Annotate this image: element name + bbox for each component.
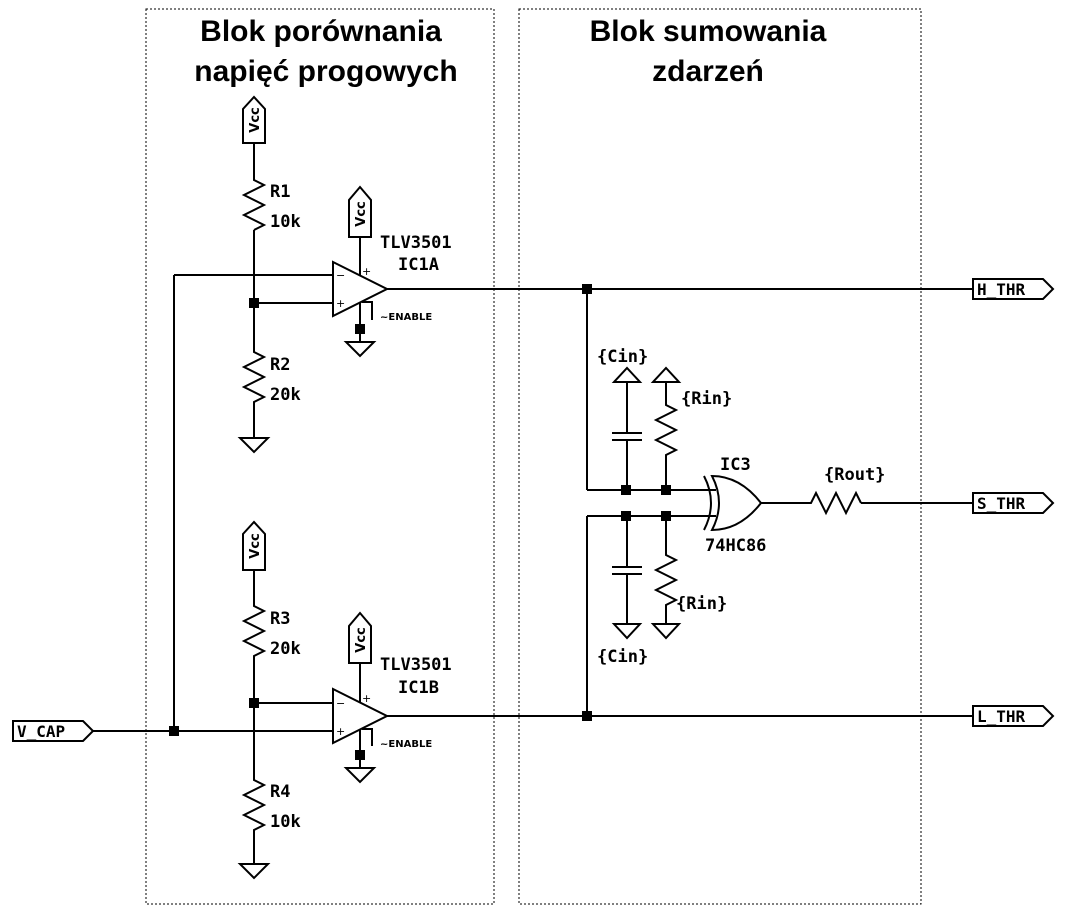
cin-label-lower: {Cin}: [597, 647, 648, 667]
vcc-label-ic1a: Vcc: [354, 201, 369, 226]
ic1a-part: TLV3501: [380, 233, 452, 253]
ic3-part: 74HC86: [705, 536, 766, 556]
vcc-symbol-r3: Vcc: [242, 520, 266, 571]
ic1b-plus-pin: +: [336, 725, 345, 738]
xor-gate-ic3: [703, 474, 763, 532]
summing-block-title-line2: zdarzeń: [652, 55, 764, 88]
port-h-thr-label: H_THR: [977, 280, 1026, 299]
ic3-ref: IC3: [720, 455, 751, 475]
port-h-thr: H_THR: [972, 278, 1055, 300]
port-l-thr: L_THR: [972, 705, 1055, 727]
port-v-cap: V_CAP: [12, 720, 95, 742]
ic1b-enable-label: ~ENABLE: [380, 739, 432, 750]
cin-pullup-triangle-upper: [611, 366, 643, 383]
r2-value: 20k: [270, 385, 301, 405]
ground-symbol-r2: [237, 437, 271, 454]
resistor-rin-upper: [653, 402, 679, 490]
junction-divider-upper: [249, 298, 259, 308]
r3-ref: R3: [270, 609, 290, 629]
vcc-symbol-ic1b: Vcc: [348, 611, 372, 664]
ic1a-plus-pin: +: [336, 297, 345, 310]
vcc-symbol-r1: Vcc: [242, 95, 266, 144]
rin-pullup-triangle-upper: [650, 366, 682, 383]
summing-block-frame: [518, 8, 922, 905]
r2-ref: R2: [270, 355, 290, 375]
ground-symbol-cin-lower: [611, 623, 643, 640]
junction-v-cap: [169, 726, 179, 736]
ground-symbol-ic1a: [343, 341, 377, 358]
vcc-label-r3: Vcc: [248, 533, 263, 558]
resistor-r2: [241, 350, 267, 405]
resistor-rout: [806, 490, 862, 516]
ic1b-vplus-pin: +: [362, 692, 371, 705]
ic1a-ref: IC1A: [398, 255, 439, 275]
ic1b-minus-pin: −: [336, 697, 345, 710]
r1-ref: R1: [270, 182, 290, 202]
comparator-block-title-line2: napięć progowych: [194, 55, 457, 88]
port-v-cap-label: V_CAP: [17, 722, 65, 741]
cin-label-upper: {Cin}: [597, 347, 648, 367]
summing-block-title-line1: Blok sumowania: [590, 15, 827, 48]
vcc-label-r1: Vcc: [248, 107, 263, 132]
comparator-block-title-line1: Blok porównania: [200, 15, 442, 48]
resistor-r4: [241, 778, 267, 832]
ground-symbol-ic1b: [343, 767, 377, 784]
ic1b-ref: IC1B: [398, 678, 439, 698]
junction-divider-lower: [249, 698, 259, 708]
resistor-rin-lower: [653, 516, 679, 624]
rin-label-upper: {Rin}: [681, 389, 732, 409]
resistor-r3: [241, 603, 267, 658]
resistor-r1: [241, 175, 267, 231]
ic1b-part: TLV3501: [380, 655, 452, 675]
ic1a-minus-pin: −: [336, 269, 345, 282]
rout-label: {Rout}: [824, 465, 885, 485]
comparator-block-frame: [145, 8, 495, 905]
vcc-symbol-ic1a: Vcc: [348, 185, 372, 238]
port-s-thr-label: S_THR: [977, 494, 1026, 513]
ic1a-vplus-pin: +: [362, 265, 371, 278]
r1-value: 10k: [270, 212, 301, 232]
port-l-thr-label: L_THR: [977, 707, 1026, 726]
vcc-label-ic1b: Vcc: [354, 627, 369, 652]
r4-ref: R4: [270, 782, 290, 802]
ground-symbol-r4: [237, 863, 271, 880]
r3-value: 20k: [270, 639, 301, 659]
r4-value: 10k: [270, 812, 301, 832]
ground-symbol-rin-lower: [650, 623, 682, 640]
rin-label-lower: {Rin}: [676, 594, 727, 614]
port-s-thr: S_THR: [972, 492, 1055, 514]
ic1a-enable-label: ~ENABLE: [380, 312, 432, 323]
